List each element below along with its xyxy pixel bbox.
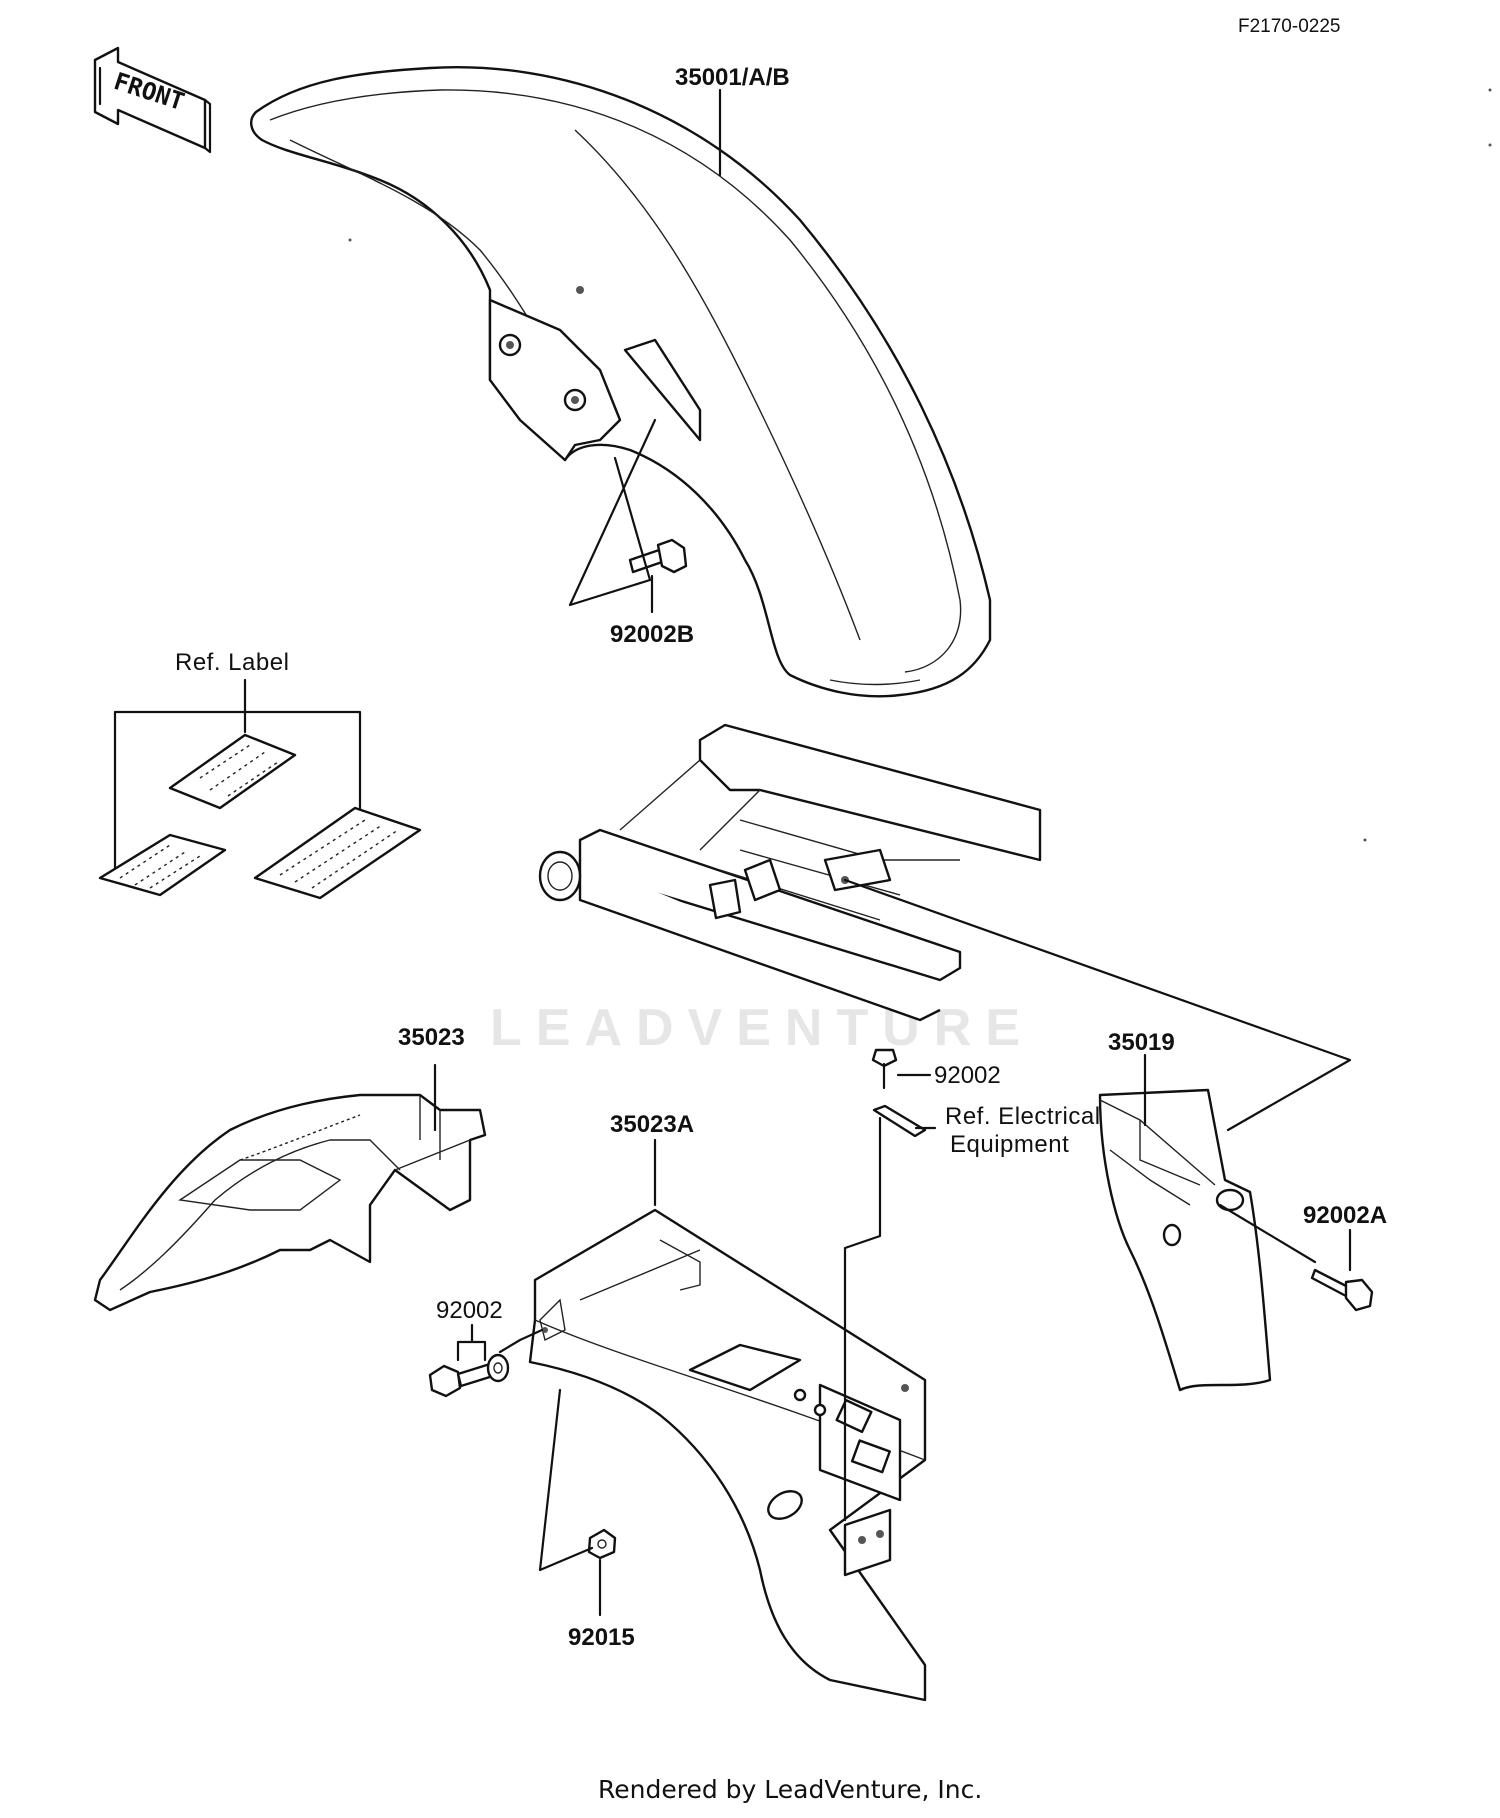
leader-ref-label bbox=[113, 678, 362, 872]
bolt-92002b-icon bbox=[628, 538, 688, 574]
callout-front-fender: 35001/A/B bbox=[675, 64, 790, 91]
leader-swingarm-flap bbox=[843, 878, 1352, 1132]
callout-inner-fender: 35023 bbox=[398, 1024, 465, 1051]
watermark: LEADVENTURE bbox=[490, 999, 1034, 1057]
footer-credit: Rendered by LeadVenture, Inc. bbox=[598, 1775, 982, 1804]
drawing-code: F2170-0225 bbox=[1238, 16, 1340, 37]
callout-ref-label: Ref. Label bbox=[175, 649, 289, 676]
callout-nut: 92015 bbox=[568, 1624, 635, 1651]
ref-electrical-bracket bbox=[843, 1104, 927, 1522]
callout-bolt-rear-fender-side: 92002 bbox=[436, 1297, 503, 1324]
leader-bolt-flap bbox=[1218, 1203, 1352, 1272]
inner-fender bbox=[93, 1093, 487, 1312]
callout-bolt-flap: 92002A bbox=[1303, 1202, 1387, 1229]
label-sticker-a bbox=[168, 733, 297, 810]
front-arrow-icon: FRONT bbox=[93, 46, 212, 154]
leader-bolt-front bbox=[568, 418, 657, 607]
nut-92015-icon bbox=[587, 1528, 617, 1560]
callout-bolt-rear-fender-top: 92002 bbox=[934, 1062, 1001, 1089]
bolt-92002-top-icon bbox=[871, 1048, 898, 1090]
callout-rear-fender: 35023A bbox=[610, 1111, 694, 1138]
mud-flap bbox=[1098, 1088, 1272, 1392]
leader-nut bbox=[538, 1388, 602, 1617]
callout-ref-electrical-line1: Ref. Electrical bbox=[945, 1103, 1101, 1130]
leader-bolt-rear-fender-side bbox=[456, 1323, 544, 1362]
swingarm bbox=[538, 723, 1042, 1022]
bolt-92002-side-icon bbox=[428, 1353, 510, 1398]
label-sticker-c bbox=[253, 806, 422, 900]
front-fender bbox=[250, 66, 992, 698]
callout-flap: 35019 bbox=[1108, 1029, 1175, 1056]
callout-ref-electrical-line2: Equipment bbox=[950, 1131, 1069, 1158]
bolt-92002a-icon bbox=[1310, 1268, 1374, 1312]
callout-bolt-front-fender: 92002B bbox=[610, 621, 694, 648]
label-sticker-b bbox=[98, 833, 227, 897]
rear-fender bbox=[528, 1208, 927, 1702]
